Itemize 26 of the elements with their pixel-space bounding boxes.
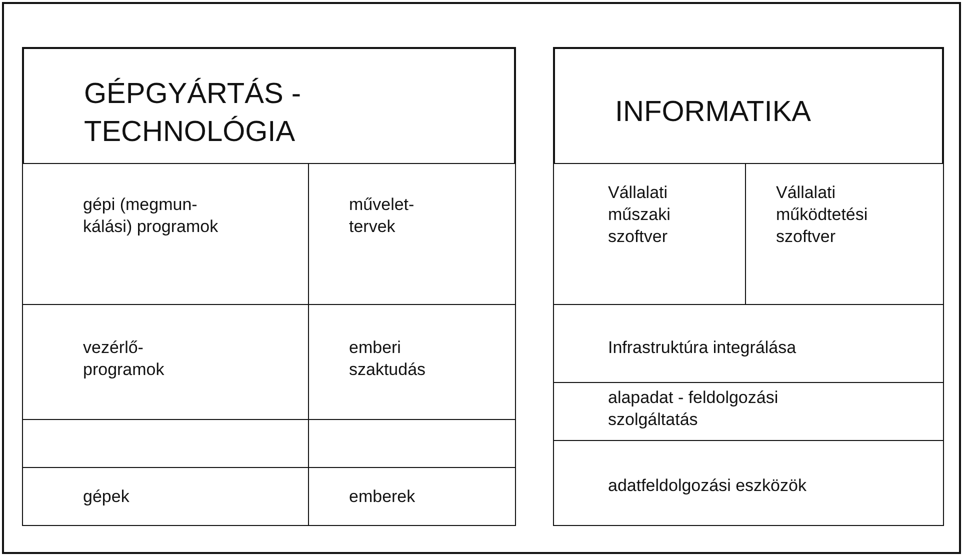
table-cell — [553, 163, 747, 306]
cell-text: gépi (megmun- kálási) programok — [83, 194, 220, 238]
table-cell — [553, 382, 944, 442]
cell-text: vezérlő- programok — [83, 337, 166, 381]
panel-heading: GÉPGYÁRTÁS - TECHNOLÓGIA — [84, 76, 302, 150]
cell-text: Vállalati műszaki szoftver — [608, 182, 672, 248]
panel — [22, 47, 516, 526]
table-cell — [308, 163, 516, 306]
panel — [553, 47, 944, 526]
cell-text: emberek — [349, 486, 416, 508]
panel-heading: INFORMATIKA — [615, 95, 812, 130]
cell-text: művelet- tervek — [349, 194, 416, 238]
table-cell — [22, 467, 310, 526]
cell-text: alapadat - feldolgozási szolgáltatás — [608, 387, 780, 431]
table-cell — [308, 304, 516, 421]
cell-text: adatfeldolgozási eszközök — [608, 475, 808, 497]
cell-text: emberi szaktudás — [349, 337, 427, 381]
cell-text: gépek — [83, 486, 130, 508]
table-cell — [22, 163, 310, 306]
table-cell — [745, 163, 944, 306]
cell-text: Vállalati működtetési szoftver — [776, 182, 869, 248]
table-cell — [553, 440, 944, 526]
table-cell — [308, 467, 516, 526]
cell-text: Infrastruktúra integrálása — [608, 337, 798, 359]
table-cell — [22, 304, 310, 421]
table-cell — [553, 304, 944, 384]
